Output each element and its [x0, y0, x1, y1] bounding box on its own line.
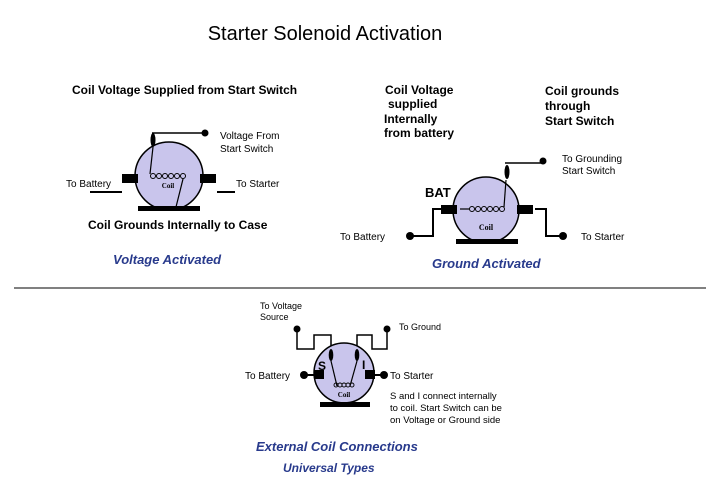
ground-activated-diagram: Coil Voltage supplied Internally from ba… — [340, 83, 625, 271]
battery-stud — [314, 370, 324, 379]
mounting-base — [320, 402, 370, 407]
switch-terminal-dot — [539, 157, 547, 165]
mounting-base — [138, 206, 200, 211]
external-coil-diagram: To Voltage Source To Ground Coil S I To … — [245, 301, 502, 475]
bat-label: BAT — [425, 185, 451, 200]
ground-terminal-dot — [383, 325, 391, 333]
switch-terminal-dot — [201, 129, 209, 137]
i-post — [354, 349, 360, 361]
coil-label: Coil — [162, 182, 175, 190]
battery-terminal-dot — [406, 232, 414, 240]
voltage-terminal-dot — [293, 325, 301, 333]
switch-post — [504, 165, 510, 179]
mounting-base — [456, 239, 518, 244]
ground-heading-line1: Coil grounds — [545, 84, 619, 98]
starter-label: To Starter — [236, 179, 280, 190]
coil-label: Coil — [479, 223, 494, 232]
battery-wire — [410, 208, 443, 237]
coil-winding — [150, 173, 186, 179]
ground-heading-line2: through — [545, 99, 590, 113]
universal-caption: Universal Types — [283, 461, 375, 475]
supply-heading-line1: Coil Voltage — [385, 83, 454, 97]
starter-stud — [200, 174, 216, 183]
coil-switch-lead — [503, 179, 507, 208]
note-line1: S and I connect internally — [390, 391, 497, 402]
ground-note: Coil Grounds Internally to Case — [88, 218, 268, 232]
switch-label-line2: Start Switch — [562, 166, 615, 177]
coil-winding — [333, 382, 355, 388]
coil-ground-lead — [175, 178, 184, 208]
ground-label: To Ground — [399, 322, 441, 332]
supply-heading-line3: Internally — [384, 112, 438, 126]
external-caption: External Coil Connections — [256, 439, 418, 454]
starter-stud — [517, 205, 533, 214]
note-line2: to coil. Start Switch can be — [390, 403, 502, 414]
starter-wire — [535, 208, 563, 237]
battery-label: To Battery — [340, 232, 385, 243]
voltage-source-wire — [296, 329, 332, 353]
s-post — [328, 349, 334, 361]
ground-heading-line3: Start Switch — [545, 114, 614, 128]
ground-wire — [356, 329, 388, 353]
switch-post — [150, 133, 156, 147]
voltage-activated-heading: Coil Voltage Supplied from Start Switch — [72, 83, 297, 97]
switch-label-line2: Start Switch — [220, 144, 273, 155]
switch-label-line1: To Grounding — [562, 154, 622, 165]
coil-label: Coil — [338, 391, 351, 399]
i-lead — [349, 360, 358, 387]
switch-label-line1: Voltage From — [220, 131, 279, 142]
bat-stud — [441, 205, 457, 214]
starter-label: To Starter — [581, 232, 625, 243]
voltage-source-label-line2: Source — [260, 312, 289, 322]
starter-label: To Starter — [390, 371, 434, 382]
note-line3: on Voltage or Ground side — [390, 415, 500, 426]
supply-heading-line2: supplied — [388, 97, 437, 111]
voltage-activated-caption: Voltage Activated — [113, 252, 222, 267]
starter-stud — [365, 370, 375, 379]
starter-terminal-dot — [559, 232, 567, 240]
battery-label: To Battery — [66, 179, 111, 190]
battery-label: To Battery — [245, 371, 290, 382]
s-terminal-label: S — [318, 359, 326, 373]
s-lead — [330, 360, 338, 387]
ground-activated-caption: Ground Activated — [432, 256, 542, 271]
coil-winding — [469, 206, 505, 212]
diagram-title: Starter Solenoid Activation — [208, 23, 443, 45]
voltage-source-label-line1: To Voltage — [260, 301, 302, 311]
i-terminal-label: I — [362, 358, 365, 372]
battery-terminal-dot — [300, 371, 308, 379]
supply-heading-line4: from battery — [384, 126, 454, 140]
coil-lead — [149, 146, 154, 175]
voltage-activated-diagram: Coil Voltage Supplied from Start Switch … — [66, 83, 297, 267]
battery-stud — [122, 174, 138, 183]
starter-terminal-dot — [380, 371, 388, 379]
